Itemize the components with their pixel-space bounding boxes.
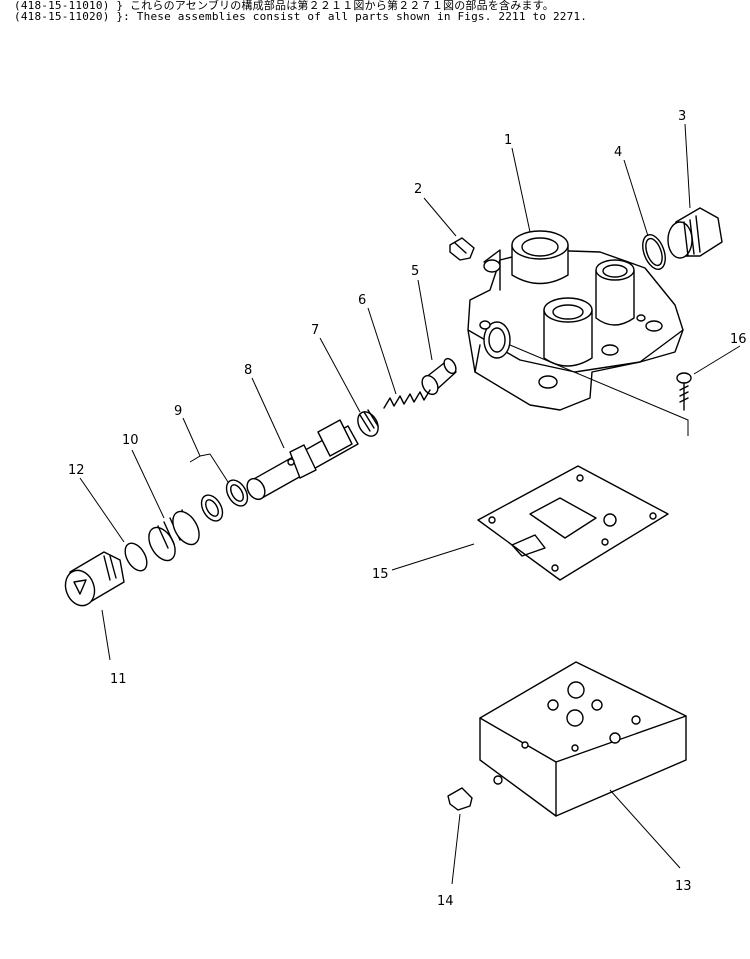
part-10-spring — [148, 509, 200, 562]
part-4-o-ring — [642, 234, 666, 270]
part-1-valve-body — [467, 230, 684, 411]
callout-16: 16 — [730, 332, 747, 347]
callout-14: 14 — [437, 894, 454, 909]
callout-2: 2 — [414, 182, 422, 197]
callout-7: 7 — [311, 323, 319, 338]
part-7-spring — [357, 409, 379, 437]
part-16-screw — [676, 372, 692, 411]
callout-1: 1 — [504, 133, 512, 148]
callout-10: 10 — [122, 433, 139, 448]
callout-4: 4 — [614, 145, 622, 160]
callout-3: 3 — [678, 109, 686, 124]
callout-9: 9 — [174, 404, 182, 419]
callout-8: 8 — [244, 363, 252, 378]
callout-5: 5 — [411, 264, 419, 279]
callout-6: 6 — [358, 293, 366, 308]
part-13-block — [479, 661, 687, 817]
part-3-plug — [667, 207, 723, 259]
part-5-plunger — [421, 357, 457, 396]
part-12-o-ring — [124, 542, 148, 572]
callout-15: 15 — [372, 567, 389, 582]
header-japanese-note: (418-15-11010) } これらのアセンブリの構成部品は第２２１１図から… — [14, 0, 554, 12]
callout-11: 11 — [110, 672, 127, 687]
callout-13: 13 — [675, 879, 692, 894]
callout-12: 12 — [68, 463, 85, 478]
header-english-note: (418-15-11020) }: These assemblies consi… — [14, 10, 588, 23]
part-8-spool — [246, 419, 359, 501]
part-15-gasket — [477, 465, 669, 581]
part-14-plug — [447, 787, 473, 811]
leader-lines — [79, 123, 741, 885]
part-9-washers — [200, 479, 249, 522]
part-11-cap — [64, 551, 125, 607]
part-6-spring — [383, 389, 431, 409]
part-2-plug — [449, 237, 475, 261]
